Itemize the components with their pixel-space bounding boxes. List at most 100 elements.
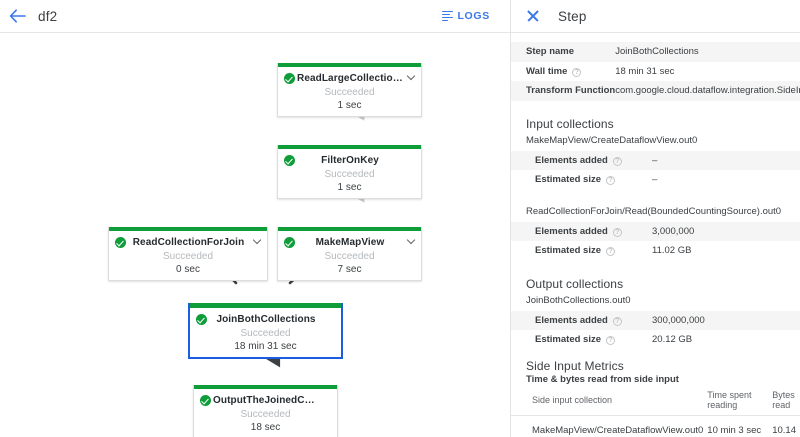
- table-header: Side input collection Time spent reading…: [511, 387, 800, 416]
- table-row: Elements added? 3,000,000: [511, 221, 800, 242]
- graph-node-read-collection-for-join[interactable]: ReadCollectionForJoin Succeeded 0 sec: [108, 227, 268, 281]
- metric-value: –: [652, 174, 658, 185]
- metric-key: Estimated size?: [511, 330, 652, 350]
- chevron-down-icon[interactable]: [408, 237, 416, 245]
- graph-node-make-map-view[interactable]: MakeMapView Succeeded 7 sec: [277, 227, 422, 281]
- node-header: ReadCollectionForJoin: [109, 231, 267, 250]
- cell-bytes-read: 10.14 GB: [772, 415, 800, 437]
- node-status-bar: [278, 227, 421, 231]
- column-header-bytes-read: Bytes read: [772, 387, 800, 416]
- help-icon[interactable]: ?: [612, 227, 622, 237]
- graph-node-output-the-joined-collection[interactable]: OutputTheJoinedCollec… Succeeded 18 sec: [193, 385, 338, 437]
- check-circle-icon: [200, 395, 211, 406]
- metric-value: 20.12 GB: [652, 334, 693, 345]
- cell-time-spent-reading: 10 min 3 sec: [707, 415, 773, 437]
- side-input-metrics-table: Side input collection Time spent reading…: [511, 387, 800, 437]
- spacer: [511, 350, 800, 359]
- metric-value: 11.02 GB: [652, 245, 692, 256]
- input-collection-table-1: Elements added? 3,000,000 Estimated size…: [511, 221, 800, 261]
- node-time-label: 18 min 31 sec: [234, 341, 297, 352]
- step-detail-header: Step: [511, 0, 800, 33]
- node-status-bar: [278, 63, 421, 67]
- metric-value: 3,000,000: [652, 225, 695, 237]
- chevron-down-icon[interactable]: [408, 73, 416, 81]
- graph-node-join-both-collections[interactable]: JoinBothCollections Succeeded 18 min 31 …: [188, 303, 343, 359]
- node-header: FilterOnKey: [278, 149, 421, 168]
- node-status-label: Succeeded: [324, 169, 375, 180]
- node-status-bar: [194, 385, 337, 389]
- help-icon[interactable]: ?: [572, 67, 582, 77]
- pane-divider: [510, 0, 511, 437]
- metric-key: Elements added?: [511, 151, 652, 171]
- close-icon[interactable]: [524, 7, 542, 25]
- node-header: ReadLargeCollectionFr…: [278, 67, 421, 86]
- graph-canvas[interactable]: ReadLargeCollectionFr… Succeeded 1 sec F…: [0, 33, 510, 437]
- spacer: [511, 190, 800, 206]
- node-status-label: Succeeded: [324, 251, 375, 262]
- metric-key: Elements added?: [511, 222, 652, 242]
- cell-side-input-collection: MakeMapView/CreateDataflowView.out0: [511, 415, 708, 437]
- column-header-time-spent-reading: Time spent reading: [707, 387, 773, 416]
- summary-value: com.google.cloud.dataflow.integration.Si…: [615, 85, 800, 96]
- table-row: Estimated size? –: [511, 170, 800, 190]
- node-title: JoinBothCollections: [216, 314, 316, 325]
- summary-value: 18 min 31 sec: [615, 65, 675, 77]
- collection-name: MakeMapView/CreateDataflowView.out0: [526, 134, 698, 146]
- step-summary-table: Step name JoinBothCollections Wall time?…: [511, 42, 800, 101]
- metric-key: Estimated size?: [511, 241, 652, 261]
- node-status-label: Succeeded: [324, 87, 375, 98]
- metric-value: 300,000,000: [652, 314, 705, 326]
- table-row: Elements added? –: [511, 150, 800, 171]
- input-collection-table-0: Elements added? – Estimated size? –: [511, 150, 800, 190]
- help-icon[interactable]: ?: [612, 156, 622, 166]
- job-graph-pane: df2 LOGS: [0, 0, 510, 437]
- node-status-label: Succeeded: [240, 328, 291, 339]
- node-header: MakeMapView: [278, 231, 421, 250]
- summary-key: Wall time?: [511, 62, 615, 82]
- summary-key: Transform Function: [526, 85, 616, 96]
- spacer: [511, 101, 800, 117]
- node-status-label: Succeeded: [240, 409, 291, 420]
- node-header: JoinBothCollections: [190, 308, 341, 327]
- check-circle-icon: [196, 314, 207, 325]
- help-icon[interactable]: ?: [606, 247, 615, 256]
- top-bar: df2 LOGS: [0, 0, 510, 33]
- page-title: df2: [38, 8, 58, 24]
- node-title: OutputTheJoinedCollec…: [213, 395, 321, 406]
- chevron-down-icon[interactable]: [254, 237, 262, 245]
- node-title: FilterOnKey: [321, 155, 379, 166]
- column-header-side-input-collection: Side input collection: [511, 387, 708, 416]
- side-input-subtitle: Time & bytes read from side input: [526, 373, 679, 385]
- help-icon[interactable]: ?: [612, 316, 622, 326]
- collection-name: ReadCollectionForJoin/Read(BoundedCounti…: [526, 205, 782, 217]
- step-detail-title: Step: [558, 8, 587, 24]
- graph-node-filter-on-key[interactable]: FilterOnKey Succeeded 1 sec: [277, 145, 422, 199]
- node-time-label: 7 sec: [337, 264, 362, 275]
- node-status-bar: [190, 303, 341, 308]
- graph-node-read-large-collection[interactable]: ReadLargeCollectionFr… Succeeded 1 sec: [277, 63, 422, 117]
- node-header: OutputTheJoinedCollec…: [194, 389, 337, 408]
- metric-key: Estimated size?: [511, 170, 652, 190]
- step-detail-body: Step name JoinBothCollections Wall time?…: [511, 33, 800, 437]
- section-title-input-collections: Input collections: [526, 116, 614, 131]
- back-arrow-icon[interactable]: [0, 0, 34, 33]
- node-status-bar: [278, 145, 421, 149]
- summary-value: JoinBothCollections: [615, 46, 699, 57]
- spacer: [511, 261, 800, 277]
- logs-button[interactable]: LOGS: [434, 6, 498, 26]
- collection-name: JoinBothCollections.out0: [526, 294, 631, 306]
- table-row: Estimated size? 11.02 GB: [511, 241, 800, 261]
- table-row: Elements added? 300,000,000: [511, 310, 800, 331]
- table-row: MakeMapView/CreateDataflowView.out0 10 m…: [511, 415, 800, 437]
- node-status-bar: [109, 227, 267, 231]
- check-circle-icon: [284, 155, 295, 166]
- list-logs-icon: [442, 10, 454, 22]
- node-time-label: 1 sec: [337, 100, 362, 111]
- node-time-label: 18 sec: [250, 422, 281, 433]
- metric-key: Elements added?: [511, 311, 652, 331]
- table-row: Wall time? 18 min 31 sec: [511, 62, 800, 82]
- help-icon[interactable]: ?: [606, 336, 615, 345]
- help-icon[interactable]: ?: [606, 176, 615, 185]
- node-time-label: 1 sec: [337, 182, 362, 193]
